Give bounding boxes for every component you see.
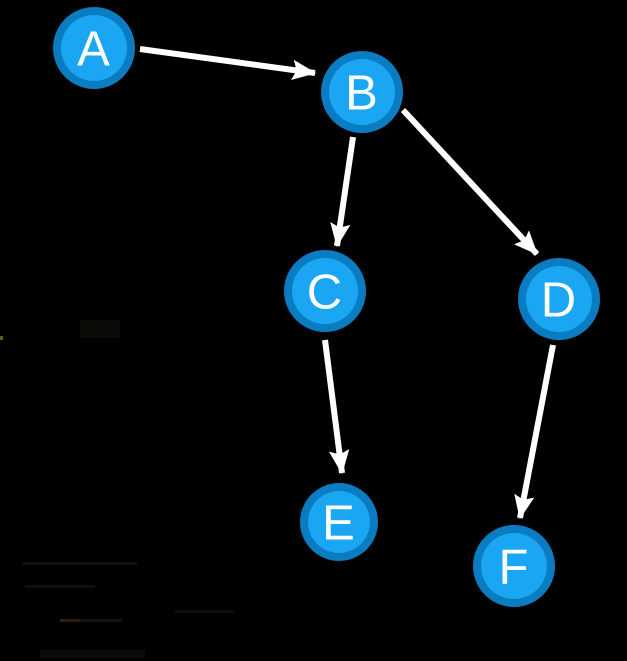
node-B[interactable]: B xyxy=(321,51,403,133)
node-label-F: F xyxy=(499,541,530,595)
node-F[interactable]: F xyxy=(473,525,555,607)
node-label-C: C xyxy=(307,266,343,320)
edge-B-D xyxy=(400,107,540,257)
node-label-D: D xyxy=(541,274,577,328)
node-fill xyxy=(292,258,358,324)
edge-C-E xyxy=(322,339,350,475)
node-label-B: B xyxy=(345,67,379,121)
node-fill xyxy=(526,266,592,332)
node-fill xyxy=(308,491,370,553)
node-C[interactable]: C xyxy=(284,250,366,332)
node-fill xyxy=(61,15,127,81)
edge-A-B xyxy=(139,46,317,81)
node-E[interactable]: E xyxy=(300,483,378,561)
node-label-A: A xyxy=(77,23,111,77)
edge-B-C xyxy=(330,136,356,248)
node-fill xyxy=(481,533,547,599)
node-D[interactable]: D xyxy=(518,258,600,340)
edge-D-F xyxy=(514,344,556,520)
node-A[interactable]: A xyxy=(53,7,135,89)
node-label-E: E xyxy=(322,497,356,551)
node-fill xyxy=(329,59,395,125)
